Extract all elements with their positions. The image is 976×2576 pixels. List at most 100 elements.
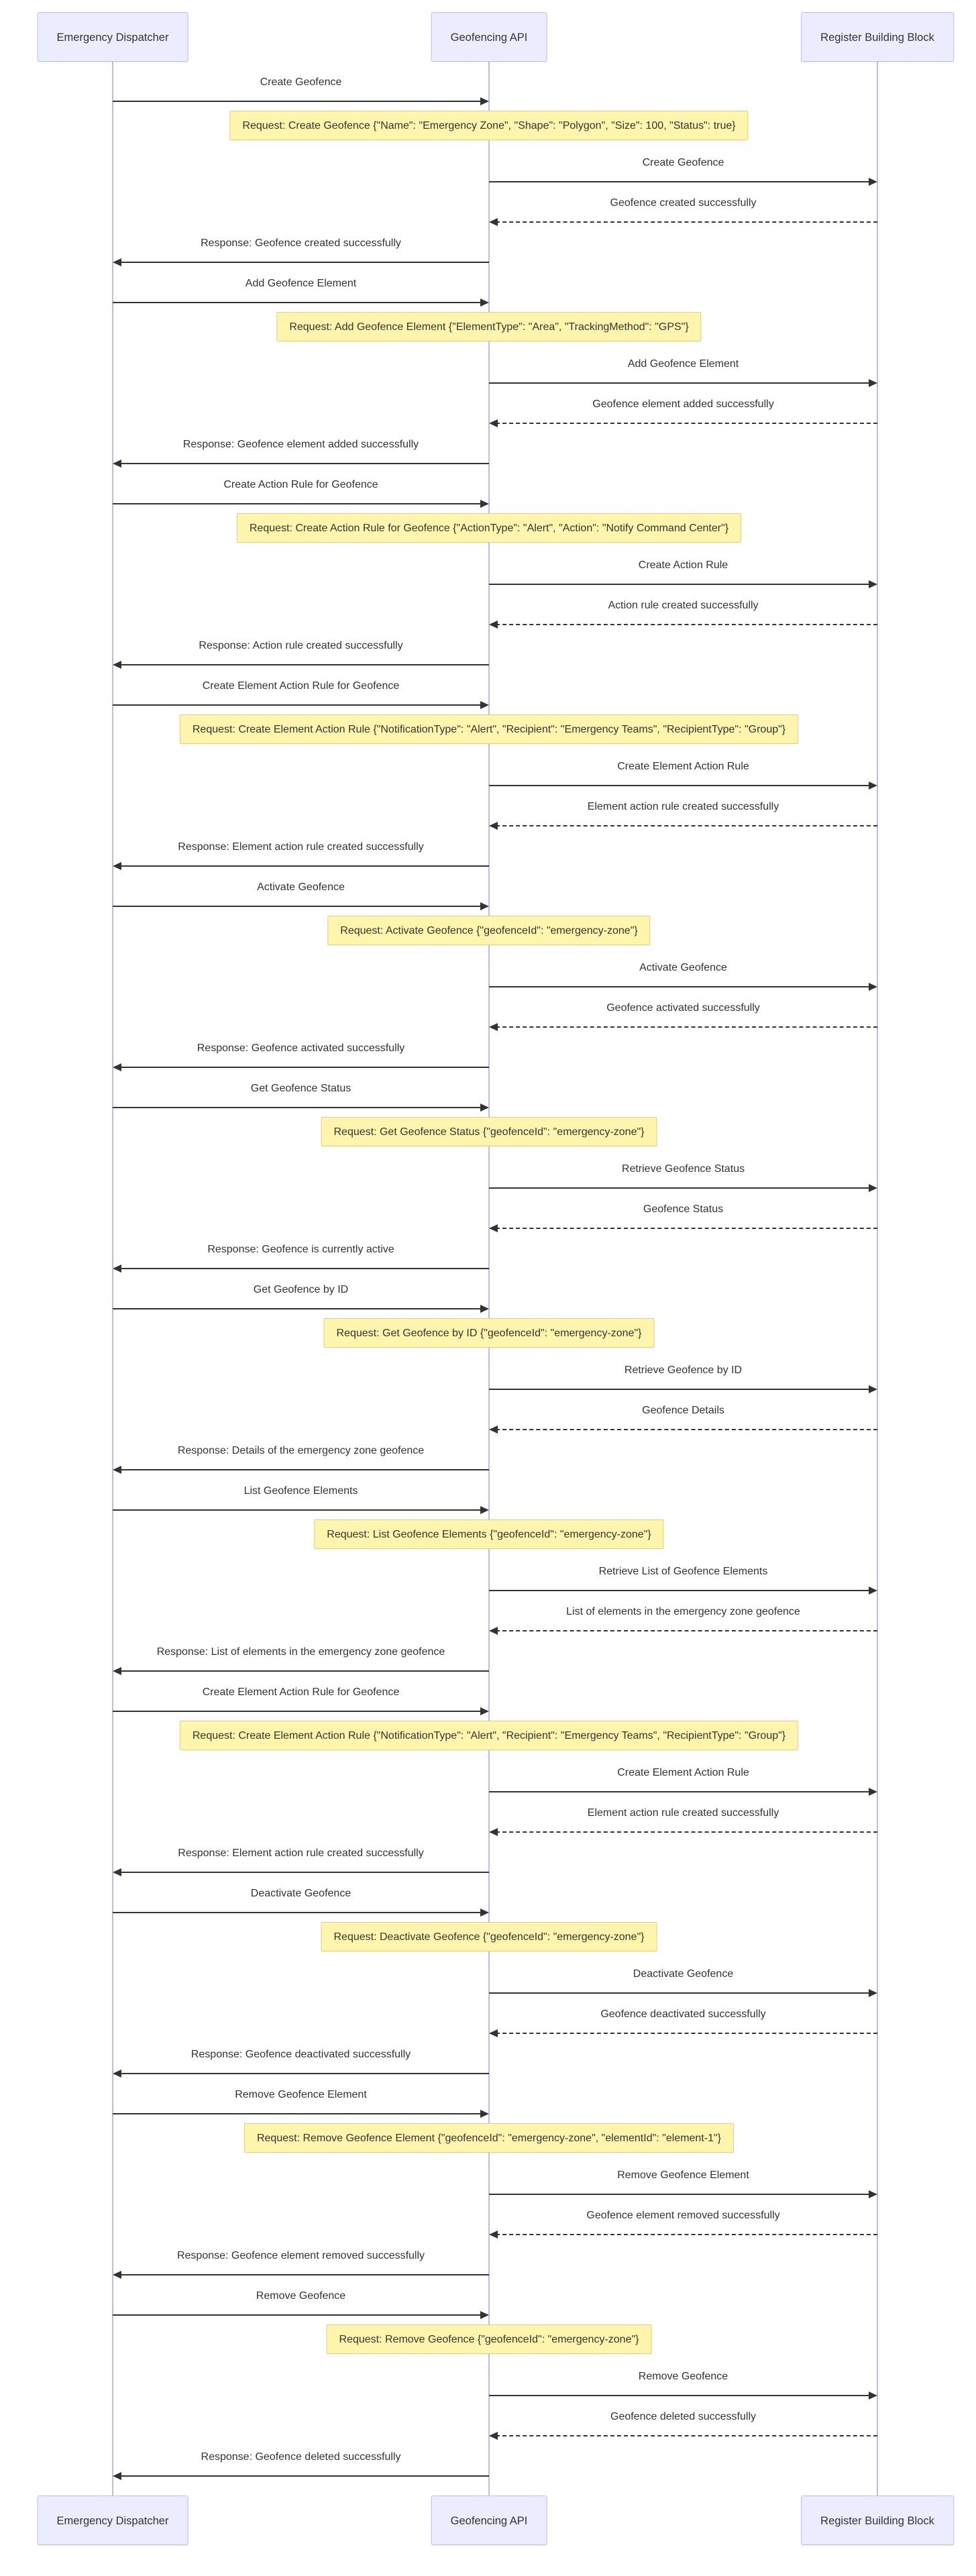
arrowhead-icon (869, 580, 877, 588)
message-label: Element action rule created successfully (587, 1807, 779, 1819)
note: Request: List Geofence Elements {"geofen… (314, 1519, 664, 1549)
arrowhead-icon (869, 983, 877, 991)
message-line (496, 1831, 877, 1833)
note: Request: Create Action Rule for Geofence… (236, 513, 742, 543)
arrowhead-icon (113, 258, 121, 266)
message-line (119, 1469, 489, 1470)
message-label: Response: List of elements in the emerge… (156, 1646, 445, 1658)
message-label: Remove Geofence (638, 2371, 728, 2382)
message-label: Remove Geofence Element (235, 2089, 367, 2100)
arrowhead-icon (480, 1305, 489, 1313)
arrowhead-icon (869, 2190, 877, 2198)
note: Request: Create Element Action Rule {"No… (179, 1721, 799, 1750)
message-line (489, 785, 871, 786)
message-label: Retrieve List of Geofence Elements (598, 1566, 768, 1577)
message-label: Geofence activated successfully (606, 1002, 760, 1014)
arrowhead-icon (489, 2029, 498, 2037)
arrowhead-icon (489, 419, 498, 427)
arrowhead-icon (489, 2231, 498, 2239)
arrowhead-icon (480, 1506, 489, 1514)
message-label: Deactivate Geofence (250, 1888, 351, 1899)
message-line (113, 1509, 482, 1511)
message-label: Create Element Action Rule (617, 1767, 749, 1778)
lifeline-register-building-block (877, 62, 878, 2496)
arrowhead-icon (869, 1788, 877, 1796)
message-label: Response: Details of the emergency zone … (177, 1445, 425, 1456)
message-label: Geofence Details (642, 1405, 724, 1416)
arrowhead-icon (489, 822, 498, 830)
message-label: Get Geofence by ID (253, 1284, 349, 1295)
lifeline-geofencing-api (488, 62, 490, 2496)
message-label: Get Geofence Status (250, 1083, 351, 1094)
message-label: Remove Geofence Element (617, 2169, 749, 2181)
message-line (113, 302, 482, 303)
arrowhead-icon (480, 97, 489, 105)
message-label: Activate Geofence (257, 881, 345, 893)
message-label: Deactivate Geofence (633, 1968, 734, 1980)
message-label: Create Element Action Rule for Geofence (202, 680, 400, 692)
arrowhead-icon (480, 701, 489, 709)
arrowhead-icon (113, 1265, 121, 1273)
message-label: Response: Element action rule created su… (178, 841, 424, 853)
message-line (113, 101, 482, 102)
arrowhead-icon (113, 2472, 121, 2480)
note: Request: Remove Geofence Element {"geofe… (243, 2123, 735, 2153)
arrowhead-icon (489, 1426, 498, 1434)
message-label: Response: Geofence element removed succe… (176, 2250, 425, 2261)
message-label: Geofence deactivated successfully (600, 2008, 766, 2020)
message-line (489, 1389, 871, 1390)
arrowhead-icon (480, 902, 489, 910)
note: Request: Get Geofence Status {"geofenceI… (321, 1117, 657, 1146)
message-line (113, 1308, 482, 1309)
message-line (496, 423, 877, 424)
message-line (119, 2475, 489, 2477)
arrowhead-icon (869, 782, 877, 790)
message-line (113, 1912, 482, 1913)
message-label: Action rule created successfully (608, 600, 759, 611)
message-label: Geofence Status (643, 1203, 724, 1215)
participant-bottom-emergency-dispatcher: Emergency Dispatcher (37, 2496, 188, 2545)
arrowhead-icon (113, 460, 121, 468)
message-label: Create Action Rule for Geofence (223, 479, 378, 490)
message-line (496, 2033, 877, 2034)
arrowhead-icon (489, 1023, 498, 1031)
arrowhead-icon (869, 2392, 877, 2400)
message-line (496, 221, 877, 223)
message-label: Add Geofence Element (245, 278, 357, 289)
arrowhead-icon (869, 178, 877, 186)
arrowhead-icon (113, 2070, 121, 2078)
arrowhead-icon (489, 2432, 498, 2440)
message-line (489, 382, 871, 384)
message-label: Response: Geofence is currently active (207, 1244, 394, 1255)
message-line (489, 181, 871, 182)
message-label: Geofence element added successfully (592, 398, 774, 410)
message-label: Element action rule created successfully (587, 801, 779, 812)
note: Request: Deactivate Geofence {"geofenceI… (321, 1922, 657, 1951)
participant-top-register-building-block: Register Building Block (801, 12, 954, 62)
message-line (119, 865, 489, 867)
arrowhead-icon (480, 500, 489, 508)
message-line (119, 1067, 489, 1068)
arrowhead-icon (113, 1466, 121, 1474)
message-label: Response: Geofence deleted successfully (201, 2451, 401, 2463)
arrowhead-icon (113, 2271, 121, 2279)
message-line (496, 825, 877, 826)
arrowhead-icon (480, 1707, 489, 1715)
message-line (119, 664, 489, 665)
message-label: Add Geofence Element (627, 358, 739, 370)
arrowhead-icon (113, 1667, 121, 1675)
arrowhead-icon (489, 1828, 498, 1836)
message-line (496, 1026, 877, 1028)
arrowhead-icon (489, 1627, 498, 1635)
message-label: Activate Geofence (639, 962, 727, 973)
message-label: Geofence deleted successfully (610, 2411, 757, 2422)
message-line (496, 1630, 877, 1631)
message-label: Create Action Rule (638, 559, 728, 571)
message-line (496, 2435, 877, 2436)
arrowhead-icon (480, 2311, 489, 2319)
message-line (496, 1429, 877, 1430)
arrowhead-icon (869, 1587, 877, 1595)
participant-bottom-register-building-block: Register Building Block (801, 2496, 954, 2545)
participant-top-emergency-dispatcher: Emergency Dispatcher (37, 12, 188, 62)
